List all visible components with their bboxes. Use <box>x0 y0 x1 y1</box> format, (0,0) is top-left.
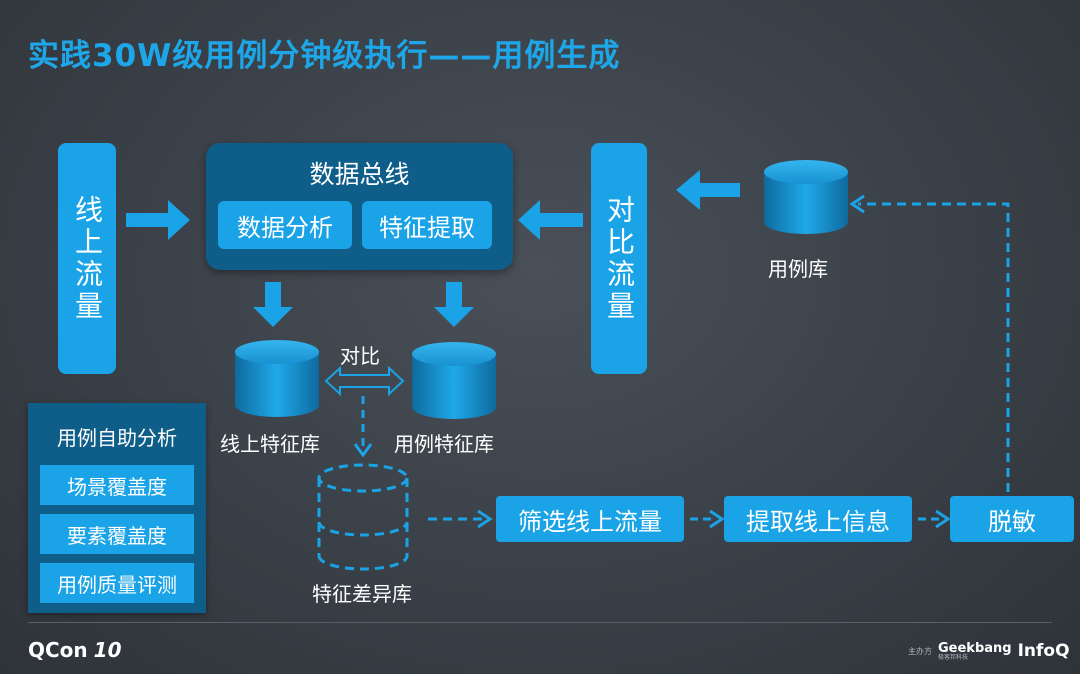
filter-traffic-label: 筛选线上流量 <box>518 507 662 536</box>
scene-coverage-item: 场景覆盖度 <box>40 465 194 505</box>
data-bus-box: 数据总线 数据分析 特征提取 <box>206 143 513 270</box>
geekbang-sub-text: 极客邦科技 <box>938 653 969 661</box>
diff-db-label: 特征差异库 <box>312 582 412 606</box>
case-quality-item: 用例质量评测 <box>40 563 194 603</box>
feature-extract-box: 特征提取 <box>362 201 492 249</box>
filter-traffic-box: 筛选线上流量 <box>496 496 684 542</box>
dashed-arrow-right-icon <box>918 509 951 529</box>
infoq-logo: InfoQ <box>1017 641 1070 661</box>
arrow-left-icon <box>676 170 740 210</box>
sponsor-logos: 主办方 Geekbang 极客邦科技 InfoQ <box>908 641 1070 661</box>
compare-traffic-label: 对比流量 <box>603 194 636 323</box>
qcon-logo-text: QCon <box>28 638 88 662</box>
online-traffic-label: 线上流量 <box>71 194 104 323</box>
case-feature-database-icon <box>412 342 496 419</box>
online-feature-db-label: 线上特征库 <box>220 432 320 456</box>
case-feature-db-label: 用例特征库 <box>394 432 494 456</box>
double-arrow-icon <box>324 365 405 397</box>
geekbang-logo-text: Geekbang <box>938 640 1012 656</box>
data-analysis-box: 数据分析 <box>218 201 352 249</box>
arrow-down-icon <box>434 282 474 327</box>
case-analysis-title: 用例自助分析 <box>57 426 177 450</box>
extract-info-label: 提取线上信息 <box>746 507 890 536</box>
data-bus-title: 数据总线 <box>309 160 410 189</box>
arrow-left-icon <box>518 200 583 240</box>
case-analysis-panel: 用例自助分析 场景覆盖度 要素覆盖度 用例质量评测 <box>28 403 206 613</box>
desensitize-box: 脱敏 <box>950 496 1074 542</box>
case-quality-label: 用例质量评测 <box>57 572 177 597</box>
geekbang-logo: Geekbang 极客邦科技 <box>938 642 1012 661</box>
sponsor-label: 主办方 <box>908 646 932 656</box>
diff-database-icon <box>317 463 409 571</box>
dashed-arrow-right-icon <box>690 509 725 529</box>
arrow-right-icon <box>126 200 190 240</box>
element-coverage-label: 要素覆盖度 <box>67 523 167 548</box>
online-traffic-bar: 线上流量 <box>58 143 116 374</box>
feature-extract-label: 特征提取 <box>379 213 475 242</box>
extract-info-box: 提取线上信息 <box>724 496 912 542</box>
data-analysis-label: 数据分析 <box>237 213 333 242</box>
element-coverage-item: 要素覆盖度 <box>40 514 194 554</box>
dashed-arrow-right-icon <box>428 509 493 529</box>
case-db-database-icon <box>764 160 848 234</box>
qcon-logo: QCon 10 <box>28 638 122 662</box>
slide-title: 实践30W级用例分钟级执行——用例生成 <box>28 38 621 74</box>
dashed-arrow-down-icon <box>353 396 373 458</box>
arrow-down-icon <box>253 282 293 327</box>
desensitize-label: 脱敏 <box>988 507 1036 536</box>
compare-label: 对比 <box>340 344 380 368</box>
online-feature-database-icon <box>235 340 319 417</box>
qcon-edition: 10 <box>93 638 122 662</box>
scene-coverage-label: 场景覆盖度 <box>67 474 167 499</box>
compare-traffic-bar: 对比流量 <box>591 143 647 374</box>
case-db-label: 用例库 <box>768 257 828 281</box>
footer-divider <box>28 622 1052 623</box>
dashed-return-arrow-icon <box>849 194 1010 492</box>
